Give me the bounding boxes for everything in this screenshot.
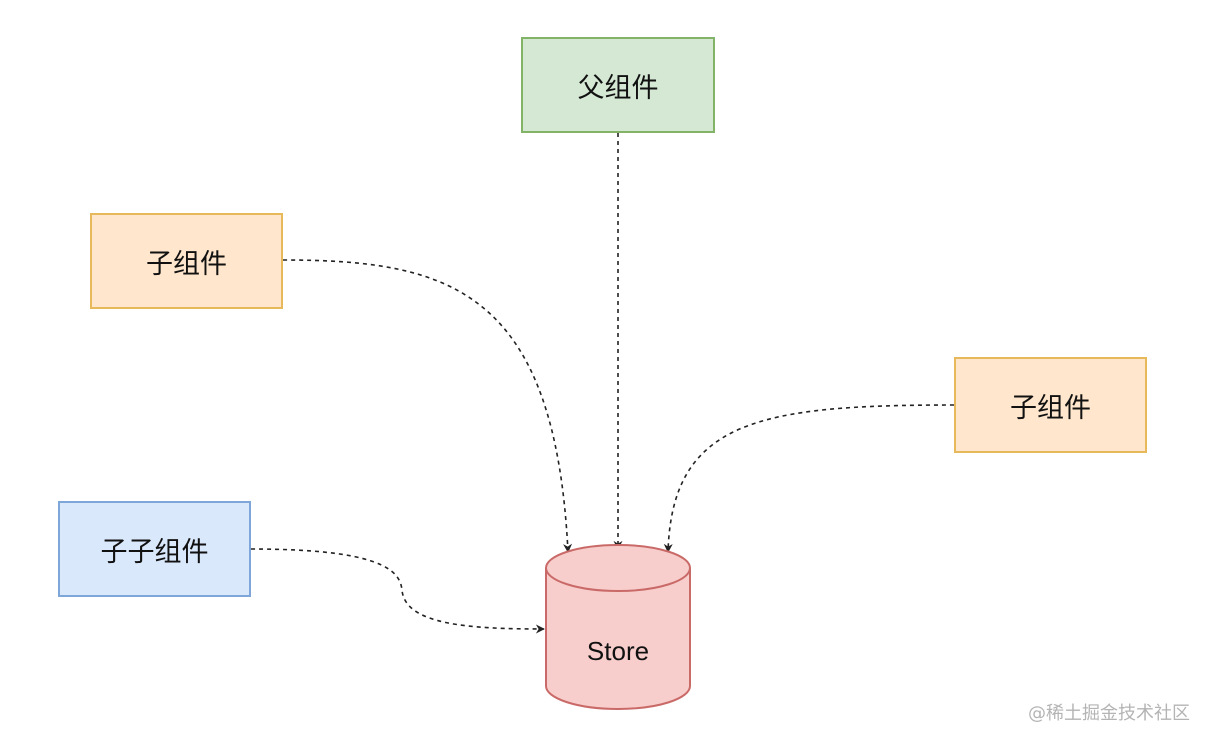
store-cylinder: Store (545, 544, 691, 710)
grandchild-component-node: 子子组件 (58, 501, 251, 597)
child-component-node-left: 子组件 (90, 213, 283, 309)
edge-child-right-to-store (663, 404, 955, 553)
grandchild-component-label: 子子组件 (100, 536, 209, 568)
child-component-label-left: 子组件 (146, 248, 227, 280)
edge-child-left-to-store (282, 259, 573, 553)
parent-component-label: 父组件 (577, 72, 659, 104)
child-component-node-right: 子组件 (954, 357, 1147, 453)
watermark: @稀土掘金技术社区 (1028, 703, 1190, 724)
parent-component-node: 父组件 (521, 37, 715, 133)
store-label: Store (587, 636, 649, 666)
child-component-label-right: 子组件 (1010, 392, 1091, 424)
edge-grandchild-to-store (250, 548, 545, 634)
